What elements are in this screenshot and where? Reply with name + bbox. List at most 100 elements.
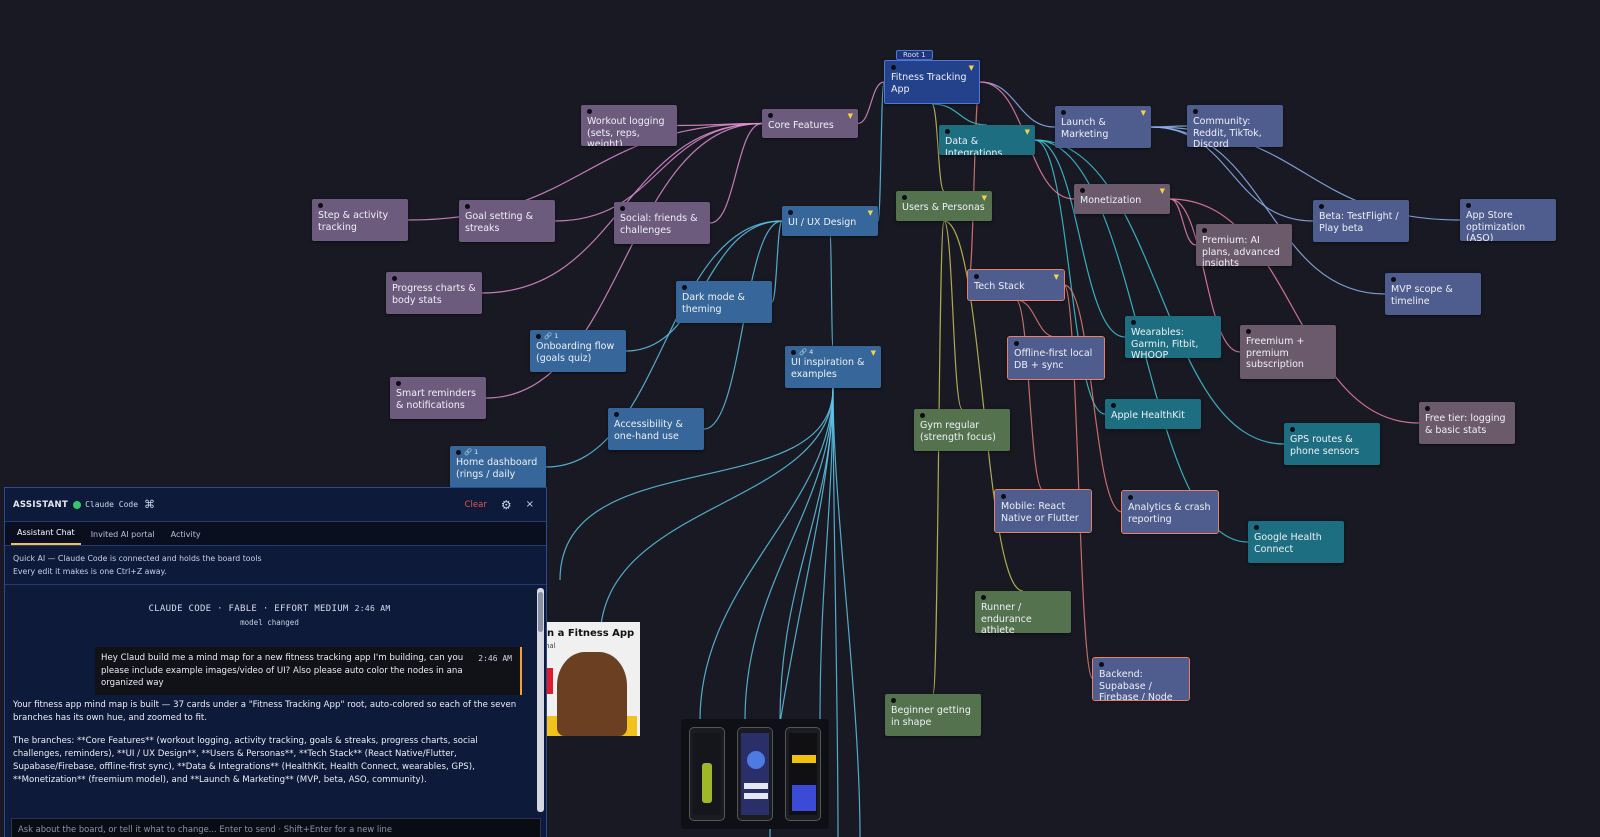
node-label: Offline-first local DB + sync <box>1014 348 1093 371</box>
node-root[interactable]: ▼Fitness Tracking App <box>884 60 980 104</box>
node-gps[interactable]: GPS routes & phone sensors <box>1284 423 1380 465</box>
node-step-tracking[interactable]: Step & activity tracking <box>312 199 408 241</box>
user-message-time: 2:46 AM <box>478 654 512 663</box>
example-ui-screenshots[interactable] <box>681 719 829 829</box>
edge-line <box>931 103 945 192</box>
edge-line <box>979 81 1056 128</box>
node-app-store[interactable]: App Store optimization (ASO) <box>1460 199 1556 241</box>
node-users-personas[interactable]: ▼Users & Personas <box>896 191 992 221</box>
node-social[interactable]: Social: friends & challenges <box>614 202 710 244</box>
node-beta[interactable]: Beta: TestFlight / Play beta <box>1313 200 1409 242</box>
node-analytics[interactable]: Analytics & crash reporting <box>1121 490 1219 534</box>
tab-assistant-chat[interactable]: Assistant Chat <box>11 528 81 545</box>
settings-gear-icon[interactable]: ⚙ <box>500 497 512 512</box>
edge-line <box>1169 198 1197 246</box>
collapse-caret-icon[interactable]: ▼ <box>981 194 987 202</box>
tab-activity[interactable]: Activity <box>170 530 201 539</box>
close-icon[interactable]: × <box>525 499 534 510</box>
collapse-caret-icon[interactable]: ▼ <box>870 349 876 357</box>
node-goal-setting[interactable]: Goal setting & streaks <box>459 200 555 242</box>
node-monetization[interactable]: ▼Monetization <box>1074 184 1170 214</box>
node-dark-mode[interactable]: Dark mode & theming <box>676 281 772 323</box>
clear-button[interactable]: Clear <box>464 499 487 510</box>
media-link-line <box>832 387 839 837</box>
video-subtitle: nal <box>545 642 556 650</box>
node-community[interactable]: Community: Reddit, TikTok, Discord <box>1187 105 1283 147</box>
node-label: Home dashboard (rings / daily <box>456 457 538 480</box>
edge-line <box>857 81 885 125</box>
node-apple-healthkit[interactable]: Apple HealthKit <box>1105 399 1201 429</box>
node-handle-icon <box>465 204 470 209</box>
node-label: UI inspiration & examples <box>791 357 865 380</box>
node-ui-inspiration[interactable]: 🔗 4 ▼ UI inspiration & examples <box>785 346 881 388</box>
info-line: Every edit it makes is one Ctrl+Z away. <box>13 567 167 576</box>
edge-line <box>967 81 981 286</box>
node-runner[interactable]: Runner / endurance athlete <box>975 591 1071 633</box>
node-handle-icon <box>1014 341 1019 346</box>
collapse-caret-icon[interactable]: ▼ <box>1140 109 1146 117</box>
link-badge: 🔗 4 <box>799 348 814 356</box>
node-tech-stack[interactable]: ▼Tech Stack <box>967 269 1065 301</box>
node-handle-icon <box>1193 109 1198 114</box>
example-video-thumbnail[interactable]: n a Fitness App nal <box>543 622 640 736</box>
edge-line <box>1063 284 1123 513</box>
node-handle-icon <box>1080 188 1085 193</box>
edge-line <box>1015 299 1057 338</box>
node-label: Freemium + premium subscription <box>1246 336 1305 370</box>
node-ui-ux[interactable]: ▼UI / UX Design <box>782 206 878 236</box>
node-core-features[interactable]: ▼Core Features <box>762 109 858 138</box>
root-tag: Root 1 <box>896 50 933 60</box>
collapse-caret-icon[interactable]: ▼ <box>968 64 974 72</box>
tab-invited-ai-portal[interactable]: Invited AI portal <box>90 530 155 539</box>
node-wearables[interactable]: Wearables: Garmin, Fitbit, WHOOP <box>1125 316 1221 358</box>
meta-timestamp: 2:46 AM <box>354 604 391 613</box>
edge-line <box>1015 299 1044 491</box>
node-beginner[interactable]: Beginner getting in shape <box>885 694 981 736</box>
node-freemium[interactable]: Freemium + premium subscription <box>1240 325 1336 379</box>
node-label: Premium: AI plans, advanced insights <box>1202 235 1280 266</box>
collapse-caret-icon[interactable]: ▼ <box>1159 187 1165 195</box>
scrollbar-thumb[interactable] <box>538 592 543 632</box>
edge-line <box>1034 139 1126 338</box>
phone-mockup <box>737 727 773 821</box>
edge-line <box>1169 198 1420 424</box>
collapse-caret-icon[interactable]: ▼ <box>867 209 873 217</box>
node-label: Step & activity tracking <box>318 210 389 233</box>
node-handle-icon <box>1466 203 1471 208</box>
node-handle-icon <box>891 698 896 703</box>
collapse-caret-icon[interactable]: ▼ <box>1024 128 1030 136</box>
node-label: MVP scope & timeline <box>1391 284 1453 307</box>
node-workout-logging[interactable]: Workout logging (sets, reps, weight) <box>581 105 677 146</box>
node-accessibility[interactable]: Accessibility & one-hand use <box>608 408 704 450</box>
chat-scrollbar[interactable] <box>537 588 544 812</box>
node-handle-icon <box>791 350 796 355</box>
media-link-line <box>559 387 834 581</box>
node-premium[interactable]: Premium: AI plans, advanced insights <box>1196 224 1292 266</box>
assistant-info: Quick AI — Claude Code is connected and … <box>5 546 546 585</box>
node-backend[interactable]: Backend: Supabase / Firebase / Node <box>1092 657 1190 701</box>
edge-line <box>1150 126 1314 222</box>
node-handle-icon <box>1425 406 1430 411</box>
chat-input[interactable] <box>11 818 541 837</box>
node-offline-first[interactable]: Offline-first local DB + sync <box>1007 336 1105 380</box>
collapse-caret-icon[interactable]: ▼ <box>847 112 853 120</box>
node-mobile-framework[interactable]: Mobile: React Native or Flutter <box>994 489 1092 533</box>
node-handle-icon <box>981 595 986 600</box>
node-progress-charts[interactable]: Progress charts & body stats <box>386 272 482 314</box>
node-mvp[interactable]: MVP scope & timeline <box>1385 273 1481 315</box>
node-smart-reminders[interactable]: Smart reminders & notifications <box>390 377 486 419</box>
node-launch-marketing[interactable]: ▼Launch & Marketing <box>1055 106 1151 148</box>
phone-mockup <box>785 727 821 821</box>
node-data-integrations[interactable]: ▼Data & Integrations <box>939 125 1035 155</box>
node-google-health[interactable]: Google Health Connect <box>1248 521 1344 563</box>
node-gym-regular[interactable]: Gym regular (strength focus) <box>914 409 1010 451</box>
video-title: n a Fitness App <box>547 628 635 639</box>
node-label: Wearables: Garmin, Fitbit, WHOOP <box>1131 327 1199 358</box>
node-free-tier[interactable]: Free tier: logging & basic stats <box>1419 402 1515 444</box>
collapse-caret-icon[interactable]: ▼ <box>1053 273 1059 281</box>
assistant-panel: ASSISTANT Claude Code ⌘ Clear ⚙ × Assist… <box>4 487 547 837</box>
